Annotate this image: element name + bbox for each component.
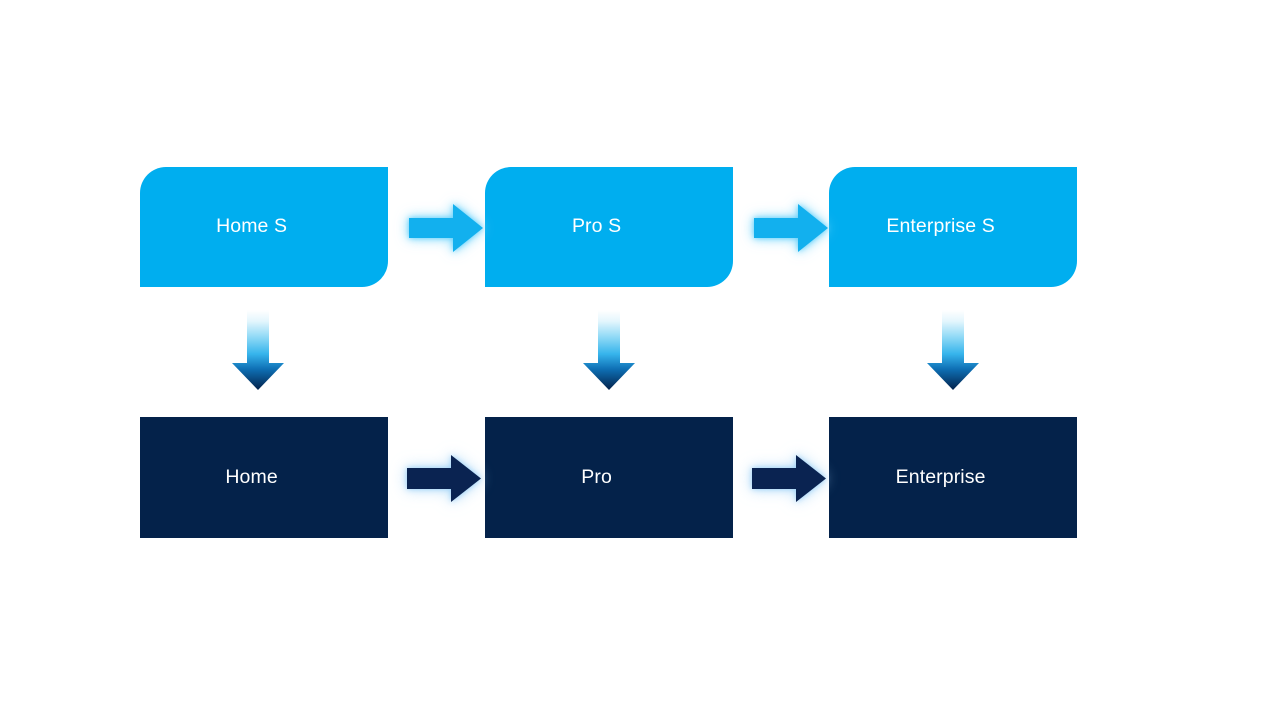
node-home-label: Home: [225, 465, 278, 488]
connector-soft-arrow-1-right-arrow-icon: [409, 204, 483, 252]
node-enterprise-s-text-area: Enterprise S: [846, 215, 1034, 238]
connector-down-arrow-2-down-arrow-icon: [583, 310, 635, 390]
node-home-s[interactable]: Home S: [140, 167, 388, 287]
node-home[interactable]: Home: [140, 417, 388, 538]
node-enterprise-s[interactable]: Enterprise S: [829, 167, 1077, 287]
node-pro-s[interactable]: Pro S: [485, 167, 733, 287]
node-pro-label: Pro: [581, 465, 612, 488]
node-enterprise-s-label: Enterprise S: [886, 215, 995, 238]
node-pro-s-label: Pro S: [571, 215, 622, 238]
connector-down-arrow-3-down-arrow-icon: [927, 310, 979, 390]
connector-down-arrow-1-down-arrow-icon: [232, 310, 284, 390]
node-pro-s-text-area: Pro S: [502, 215, 690, 238]
node-enterprise-label: Enterprise: [895, 465, 986, 488]
node-enterprise[interactable]: Enterprise: [829, 417, 1077, 538]
connector-hard-arrow-2-right-arrow-icon: [752, 455, 826, 502]
connector-soft-arrow-2-right-arrow-icon: [754, 204, 828, 252]
connector-hard-arrow-1-right-arrow-icon: [407, 455, 481, 502]
node-home-s-label: Home S: [216, 215, 288, 238]
node-pro-text-area: Pro: [502, 466, 690, 489]
node-home-s-text-area: Home S: [157, 215, 345, 238]
node-home-text-area: Home: [157, 466, 345, 489]
node-pro[interactable]: Pro: [485, 417, 733, 538]
node-enterprise-text-area: Enterprise: [846, 466, 1034, 489]
